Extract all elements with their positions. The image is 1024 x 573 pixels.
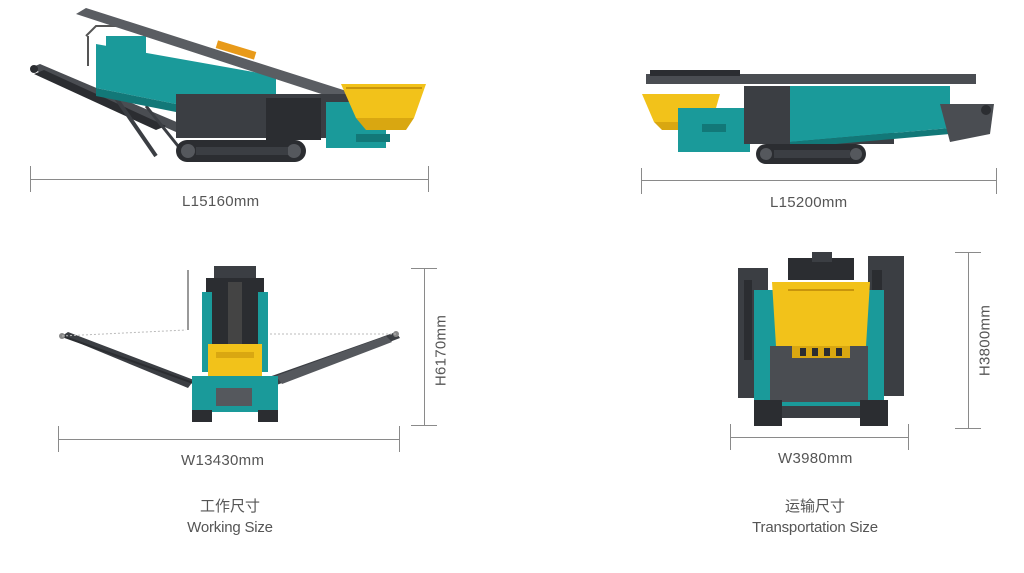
- working-front-view-machine: [59, 266, 400, 422]
- working-front-height-label: H6170mm: [432, 314, 450, 387]
- working-side-length-line: [30, 179, 428, 180]
- transport-front-width-label: W3980mm: [778, 450, 853, 467]
- dimension-tick: [955, 428, 981, 429]
- dimension-tick: [411, 268, 437, 269]
- working-size-caption: 工作尺寸 Working Size: [150, 495, 310, 539]
- transport-size-caption-en: Transportation Size: [752, 519, 878, 536]
- transport-side-view-machine: [642, 70, 994, 164]
- working-size-caption-zh: 工作尺寸: [199, 497, 260, 515]
- transport-front-view-machine: [738, 252, 904, 426]
- transport-front-width-line: [730, 437, 908, 438]
- working-front-width-label: W13430mm: [181, 452, 265, 469]
- dimension-tick: [730, 424, 731, 450]
- transport-side-length-line: [641, 180, 996, 181]
- transport-side-length-label: L15200mm: [770, 194, 848, 211]
- transport-front-height-line: [968, 252, 969, 428]
- working-size-caption-en: Working Size: [187, 519, 273, 536]
- dimension-tick: [58, 426, 59, 452]
- transport-front-height-label: H3800mm: [976, 304, 994, 377]
- working-front-height-line: [424, 268, 425, 425]
- dimension-tick: [996, 168, 997, 194]
- working-front-width-line: [58, 439, 399, 440]
- dimension-tick: [411, 425, 437, 426]
- dimension-tick: [955, 252, 981, 253]
- dimension-tick: [399, 426, 400, 452]
- working-side-length-label: L15160mm: [182, 193, 260, 210]
- working-side-view-machine: [30, 8, 426, 162]
- dimension-tick: [30, 166, 31, 192]
- dimension-tick: [428, 166, 429, 192]
- dimension-tick: [641, 168, 642, 194]
- transport-size-caption: 运输尺寸 Transportation Size: [730, 495, 900, 539]
- dimension-tick: [908, 424, 909, 450]
- transport-size-caption-zh: 运输尺寸: [784, 497, 845, 515]
